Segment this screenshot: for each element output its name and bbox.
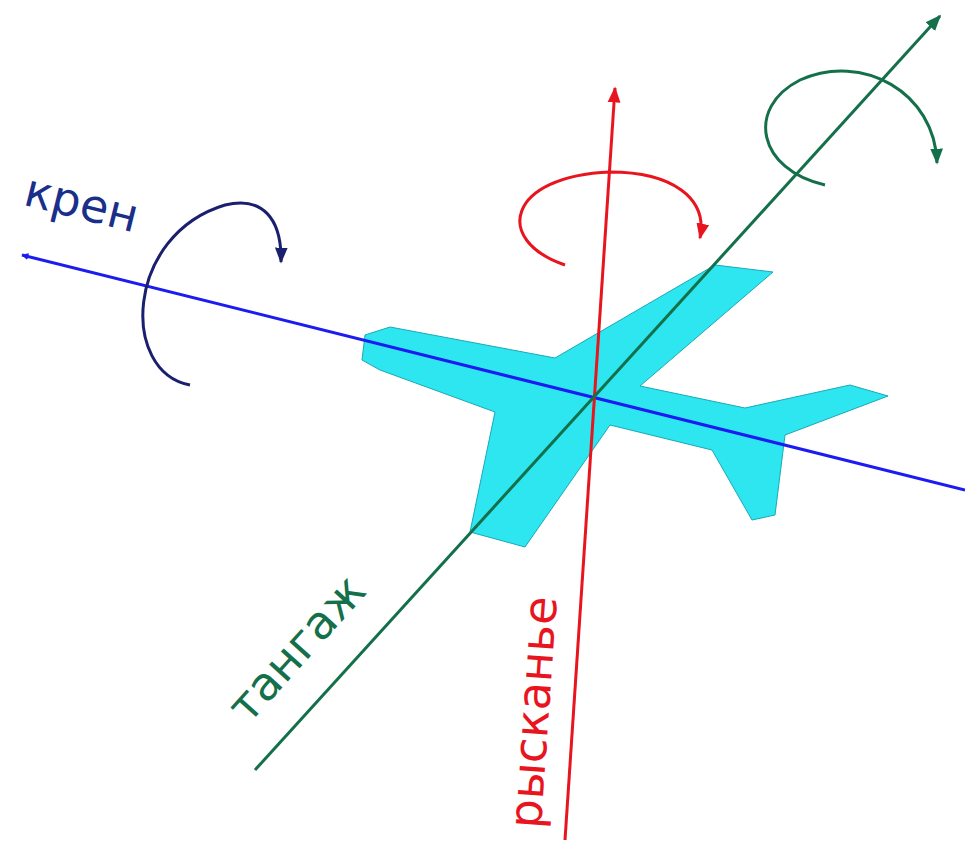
- yaw-rotation-arrow: [520, 172, 701, 265]
- roll-rotation-arrow: [143, 203, 281, 385]
- yaw-label: рысканье: [500, 594, 567, 829]
- pitch-label: тангаж: [217, 565, 374, 732]
- pitch-axis: [255, 16, 940, 770]
- yaw-axis: [565, 88, 615, 840]
- roll-label: крен: [20, 165, 144, 242]
- pitch-rotation-arrow: [766, 71, 937, 185]
